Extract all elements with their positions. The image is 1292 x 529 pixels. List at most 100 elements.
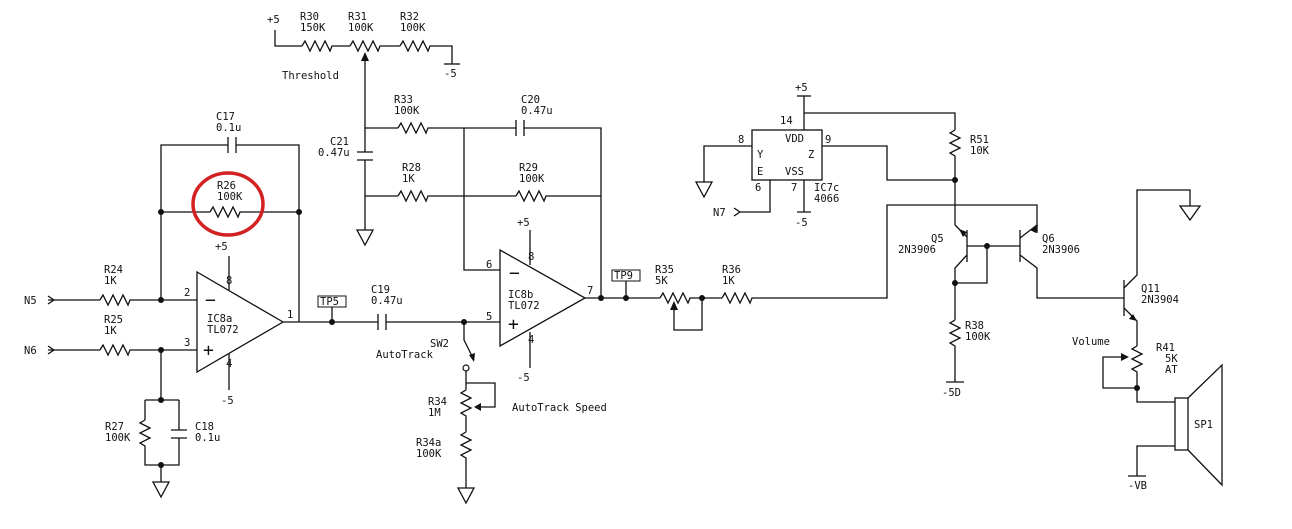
c17-label: C17: [216, 111, 235, 123]
r32-label: R32: [400, 11, 419, 23]
ic8a-value: TL072: [207, 324, 239, 336]
c20-value: 0.47u: [521, 105, 553, 117]
pin7c-label: 7: [791, 182, 797, 194]
r25-value: 1K: [104, 325, 117, 337]
c18-value: 0.1u: [195, 432, 220, 444]
r35-value: 5K: [655, 275, 668, 287]
pin14-label: 14: [780, 115, 793, 127]
mvb-label: -VB: [1128, 480, 1147, 492]
svg-text:−: −: [509, 263, 520, 284]
r41-label: R41: [1156, 342, 1175, 354]
ic8b-label: IC8b: [508, 289, 533, 301]
n5-label: N5: [24, 295, 37, 307]
ic8b-opamp: [499, 230, 660, 368]
q5-label: Q5: [931, 233, 944, 245]
pin6c-label: 6: [755, 182, 761, 194]
r38-label: R38: [965, 320, 984, 332]
pin8b-label: 8: [528, 251, 534, 263]
r24-value: 1K: [104, 275, 117, 287]
r32-value: 100K: [400, 22, 426, 34]
p5b-label: +5: [215, 241, 228, 253]
r28-value: 1K: [402, 173, 415, 185]
n6-label: N6: [24, 345, 37, 357]
r36-label: R36: [722, 264, 741, 276]
r29-value: 100K: [519, 173, 545, 185]
p5c-label: +5: [517, 217, 530, 229]
r38-value: 100K: [965, 331, 991, 343]
tp5-label: TP5: [320, 296, 339, 308]
pin3-label: 3: [184, 337, 190, 349]
y-label: Y: [757, 149, 764, 161]
r28-label: R28: [402, 162, 421, 174]
r34a-label: R34a: [416, 437, 441, 449]
r25-label: R25: [104, 314, 123, 326]
volume-label: Volume: [1072, 336, 1110, 348]
r51-value: 10K: [970, 145, 990, 157]
r27-label: R27: [105, 421, 124, 433]
c18-label: C18: [195, 421, 214, 433]
pin4b-label: 4: [528, 334, 534, 346]
r41-value: 5K: [1165, 353, 1178, 365]
r33-value: 100K: [394, 105, 420, 117]
tp5-coupling: [317, 295, 500, 330]
pin9-label: 9: [825, 134, 831, 146]
pin1-label: 1: [287, 309, 293, 321]
r30-value: 150K: [300, 22, 326, 34]
r33-label: R33: [394, 94, 413, 106]
ic8a-label: IC8a: [207, 313, 232, 325]
q11-label: Q11: [1141, 283, 1160, 295]
pin2-label: 2: [184, 287, 190, 299]
m5b-label: -5: [221, 395, 234, 407]
r34-label: R34: [428, 396, 447, 408]
speaker-driver: [1102, 189, 1223, 487]
sp1-label: SP1: [1194, 419, 1213, 431]
ic7c-value: 4066: [814, 193, 839, 205]
c17-value: 0.1u: [216, 122, 241, 134]
c20-label: C20: [521, 94, 540, 106]
svg-text:−: −: [205, 290, 216, 311]
output-resistors: [659, 204, 1038, 331]
svg-text:+: +: [508, 314, 519, 335]
c19-label: C19: [371, 284, 390, 296]
autotrack-label: AutoTrack: [376, 349, 434, 361]
n7-label: N7: [713, 207, 726, 219]
r35-label: R35: [655, 264, 674, 276]
r31-label: R31: [348, 11, 367, 23]
m5c-label: -5: [517, 372, 530, 384]
r36-value: 1K: [722, 275, 735, 287]
r30-label: R30: [300, 11, 319, 23]
q5-value: 2N3906: [898, 244, 936, 256]
q6-value: 2N3906: [1042, 244, 1080, 256]
vdd-label: VDD: [785, 133, 804, 145]
svg-text:+: +: [203, 340, 214, 361]
r31-value: 100K: [348, 22, 374, 34]
pin8c-label: 8: [738, 134, 744, 146]
r26-highlight-circle: [191, 171, 265, 237]
r41-at-label: AT: [1165, 364, 1178, 376]
tp9-label: TP9: [614, 270, 633, 282]
pin7-label: 7: [587, 285, 593, 297]
q6-label: Q6: [1042, 233, 1055, 245]
r26-label: R26: [217, 180, 236, 192]
r51-label: R51: [970, 134, 989, 146]
threshold-label: Threshold: [282, 70, 339, 82]
autotrack-switch-network: [456, 322, 496, 505]
c19-value: 0.47u: [371, 295, 403, 307]
sw2-label: SW2: [430, 338, 449, 350]
m5e-label: -5D: [942, 387, 961, 399]
ic7c-switch: [694, 95, 956, 217]
c21-label: C21: [330, 136, 349, 148]
pin8a-label: 8: [226, 275, 232, 287]
ic8b-value: TL072: [508, 300, 540, 312]
m5d-label: -5: [795, 217, 808, 229]
q11-value: 2N3904: [1141, 294, 1179, 306]
z-label: Z: [808, 149, 814, 161]
current-mirror: [946, 129, 1124, 383]
m5a-label: -5: [444, 68, 457, 80]
r26-value: 100K: [217, 191, 243, 203]
pin4a-label: 4: [226, 358, 232, 370]
p5a-label: +5: [267, 14, 280, 26]
r24-label: R24: [104, 264, 123, 276]
vss-label: VSS: [785, 166, 804, 178]
r27-value: 100K: [105, 432, 131, 444]
